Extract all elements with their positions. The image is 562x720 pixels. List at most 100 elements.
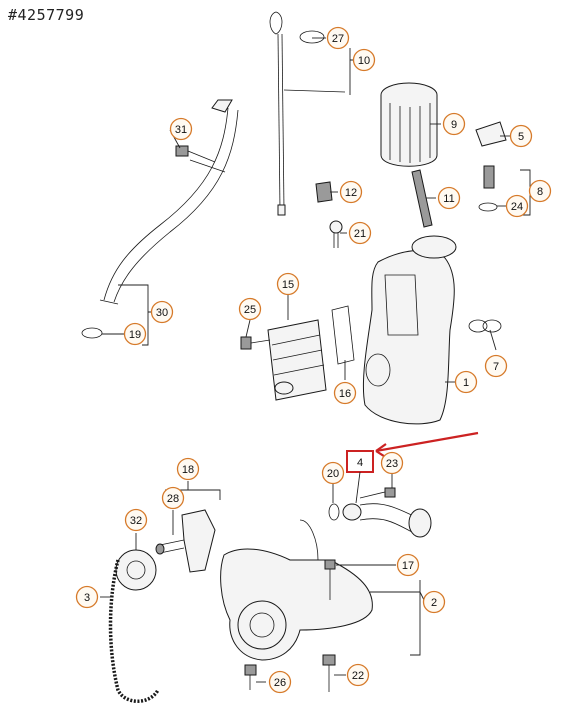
callout-circle [454,370,478,394]
callout-26[interactable]: 26 [268,670,292,694]
drive-chain [108,559,160,703]
filter-housing [362,235,457,425]
o-rings-7 [468,319,502,333]
callout-number: 20 [327,468,339,480]
callout-circle [124,508,148,532]
callout-number: 16 [339,388,351,400]
callout-19[interactable]: 19 [123,322,147,346]
screw-31 [175,145,216,163]
callout-7[interactable]: 7 [484,354,508,378]
callout-number: 9 [451,119,457,131]
bolt-23 [359,487,396,499]
callout-number: 27 [332,33,344,45]
callout-number: 12 [345,187,357,199]
callout-number: 11 [443,193,454,205]
filter-insert-11 [411,169,433,228]
callout-number: 3 [84,592,90,604]
callout-27[interactable]: 27 [326,26,350,50]
callout-circle [238,297,262,321]
callout-5[interactable]: 5 [509,124,533,148]
chain-tensioner [155,509,216,573]
callout-number: 30 [156,307,168,319]
suction-pipe [342,503,432,538]
callout-number: 19 [129,329,141,341]
highlighted-callout-label: 4 [357,457,363,469]
oil-pump [220,519,373,661]
callout-circle [161,486,185,510]
part-number-id: #4257799 [8,6,85,24]
callout-number: 25 [244,304,256,316]
callout-circle [346,663,370,687]
callout-circle [442,112,466,136]
callout-circle [348,221,372,245]
callout-10[interactable]: 10 [352,48,376,72]
callout-2[interactable]: 2 [422,590,446,614]
callout-circle [268,670,292,694]
callout-11[interactable]: 11 [437,186,461,210]
callout-circle [150,300,174,324]
callout-number: 8 [537,186,543,198]
callout-circle [123,322,147,346]
callout-number: 22 [352,670,364,682]
callout-number: 32 [130,515,142,527]
callout-20[interactable]: 20 [321,461,345,485]
callout-3[interactable]: 3 [75,585,99,609]
oil-cooler [267,319,327,401]
bolt-26 [244,664,257,690]
callout-circle [339,180,363,204]
highlighted-callout-4[interactable]: 4 [346,450,374,504]
callout-number: 10 [358,55,370,67]
callout-circle [396,553,420,577]
callout-18[interactable]: 18 [176,457,200,481]
bolt-17 [324,559,336,600]
callout-circle [352,48,376,72]
callout-number: 24 [511,201,523,213]
callout-number: 7 [493,361,499,373]
sprocket [115,549,157,591]
callout-23[interactable]: 23 [380,451,404,475]
oil-filter [380,82,438,167]
callout-16[interactable]: 16 [333,381,357,405]
callout-30[interactable]: 30 [150,300,174,324]
callout-number: 31 [175,124,187,136]
callout-9[interactable]: 9 [442,112,466,136]
callout-8[interactable]: 8 [528,179,552,203]
seal-27 [299,30,325,44]
callout-number: 21 [354,228,366,240]
callout-12[interactable]: 12 [339,180,363,204]
callout-22[interactable]: 22 [346,663,370,687]
callout-24[interactable]: 24 [505,194,529,218]
callout-number: 26 [274,677,286,689]
callout-circle [333,381,357,405]
callout-number: 5 [518,131,524,143]
plug-12 [315,181,333,203]
callout-circle [422,590,446,614]
callout-15[interactable]: 15 [276,272,300,296]
callout-17[interactable]: 17 [396,553,420,577]
gasket-16 [331,305,355,365]
callout-28[interactable]: 28 [161,486,185,510]
callout-number: 15 [282,279,294,291]
dipstick [269,11,346,216]
callout-number: 17 [402,560,414,572]
callout-number: 1 [463,377,469,389]
bolt-25 [240,336,271,350]
callout-25[interactable]: 25 [238,297,262,321]
callout-circle [509,124,533,148]
callout-circle [326,26,350,50]
callout-21[interactable]: 21 [348,221,372,245]
callout-circle [276,272,300,296]
callout-circle [321,461,345,485]
callout-number: 18 [182,464,194,476]
callout-1[interactable]: 1 [454,370,478,394]
callout-circle [437,186,461,210]
callout-31[interactable]: 31 [169,117,193,141]
valve-21 [329,220,343,248]
callout-circle [176,457,200,481]
callout-32[interactable]: 32 [124,508,148,532]
callout-number: 2 [431,597,437,609]
seal-20 [328,503,340,521]
oil-filler-tube [81,99,239,339]
